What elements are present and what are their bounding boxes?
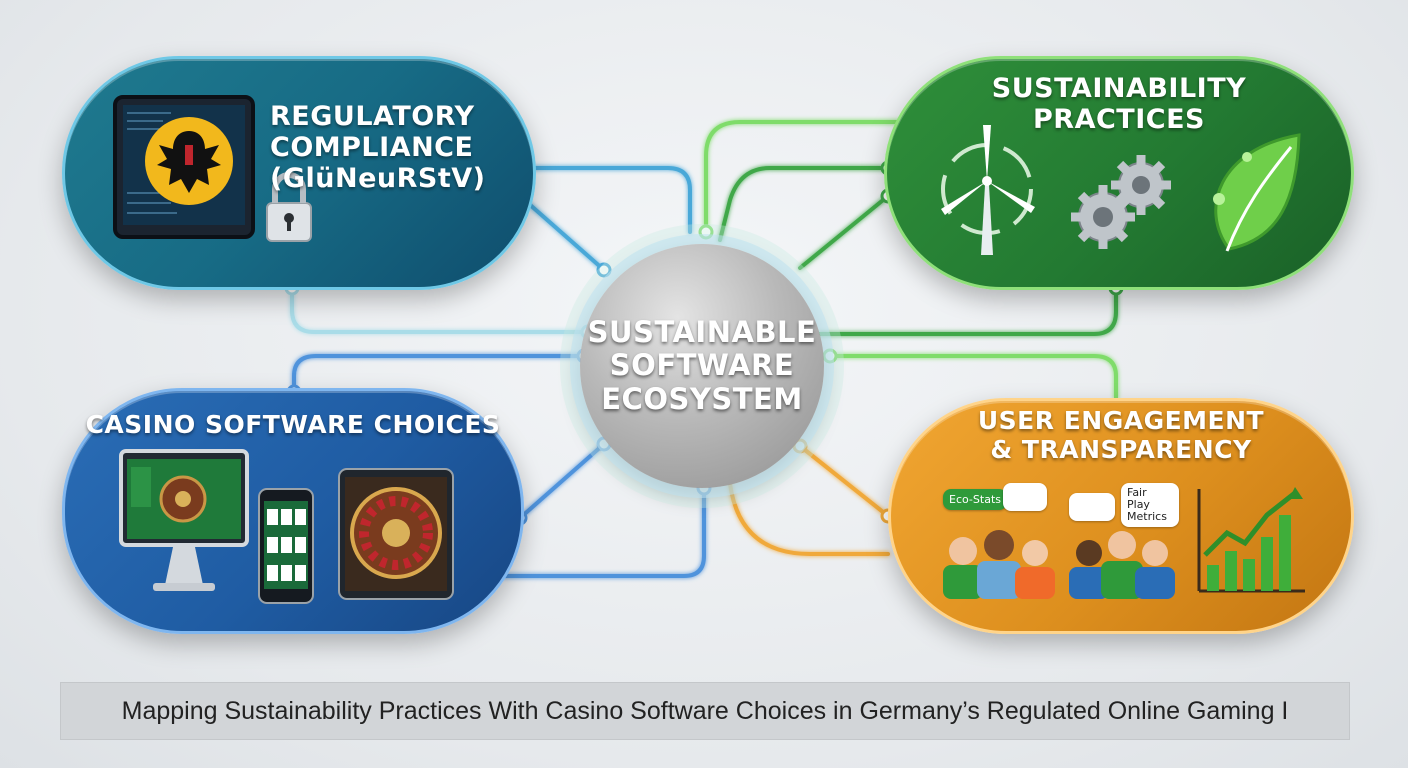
node-regulatory-compliance: REGULATORY COMPLIANCE (GlüNeuRStV): [62, 56, 536, 290]
center-title: SUSTAINABLE SOFTWARE ECOSYSTEM: [587, 314, 817, 416]
leaf-icon: [1213, 133, 1301, 252]
node-title: SUSTAINABILITY PRACTICES: [991, 73, 1247, 136]
node-title: USER ENGAGEMENT & TRANSPARENCY: [977, 406, 1265, 464]
connector-sustain-3: [798, 194, 890, 270]
connector-user-3: [728, 482, 890, 556]
connector-user-2: [798, 444, 890, 518]
node-sustainability-practices: SUSTAINABILITY PRACTICES: [884, 56, 1354, 290]
center-hub: SUSTAINABLE SOFTWARE ECOSYSTEM: [580, 244, 824, 488]
wind-turbine-icon: [941, 125, 1035, 255]
people-icon: [943, 530, 1175, 599]
tablet-eagle-icon: [113, 95, 312, 242]
desktop-roulette-icon: [119, 449, 249, 591]
connector-sustain-4: [818, 286, 1118, 336]
connector-regulatory-2: [518, 194, 606, 272]
phone-slots-icon: [258, 488, 314, 604]
connector-regulatory-1: [518, 166, 692, 234]
chat-bubble-empty: [1069, 493, 1115, 521]
connector-casino-2: [518, 442, 606, 520]
chat-bubble-empty: [1003, 483, 1047, 511]
gears-icon: [1071, 155, 1171, 249]
connector-sustain-1: [704, 120, 906, 234]
connector-casino-3: [498, 486, 706, 578]
node-casino-software-choices: CASINO SOFTWARE CHOICES: [62, 388, 524, 634]
tablet-roulette-icon: [338, 468, 454, 600]
connector-user-1: [828, 354, 1118, 400]
caption-text: Mapping Sustainability Practices With Ca…: [121, 696, 1289, 725]
chat-bubble-fair-play: Fair Play Metrics: [1121, 483, 1179, 528]
connector-regulatory-3: [290, 286, 590, 334]
chat-bubble-eco-stats: Eco-Stats: [943, 489, 1007, 510]
connector-casino-1: [292, 354, 586, 394]
connector-sustain-2: [718, 166, 890, 242]
node-title: REGULATORY COMPLIANCE (GlüNeuRStV): [270, 101, 486, 195]
node-user-engagement-transparency: USER ENGAGEMENT & TRANSPARENCY Eco-Stats…: [888, 398, 1354, 634]
node-title: CASINO SOFTWARE CHOICES: [85, 410, 501, 439]
caption-bar: Mapping Sustainability Practices With Ca…: [60, 682, 1350, 740]
growth-chart-icon: [1197, 487, 1305, 593]
